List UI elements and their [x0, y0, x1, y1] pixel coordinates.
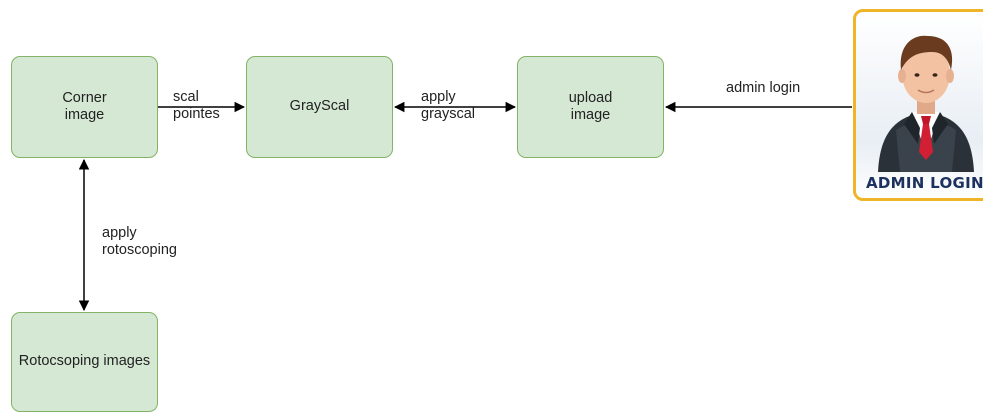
node-rotoscoping-images-label: Rotocsoping images	[18, 353, 151, 370]
edge-label-apply-rotoscoping: apply rotoscoping	[102, 225, 177, 259]
admin-avatar-icon	[878, 35, 974, 172]
node-corner-image-label: Corner image	[62, 89, 107, 123]
node-rotoscoping-images: Rotocsoping images	[11, 312, 158, 412]
node-grayscal: GrayScal	[246, 56, 393, 158]
node-upload-image: upload image	[517, 56, 664, 158]
node-corner-image: Corner image	[11, 56, 158, 158]
admin-login-caption: ADMIN LOGIN	[866, 174, 983, 192]
node-upload-image-label: upload image	[568, 89, 613, 123]
edge-label-admin-login: admin login	[726, 80, 801, 96]
node-grayscal-label: GrayScal	[289, 98, 350, 115]
edge-label-scal-pointes: scal pointes	[173, 89, 220, 123]
admin-login-card: ADMIN LOGIN	[853, 9, 983, 201]
edge-label-apply-grayscal: apply grayscal	[421, 89, 475, 123]
